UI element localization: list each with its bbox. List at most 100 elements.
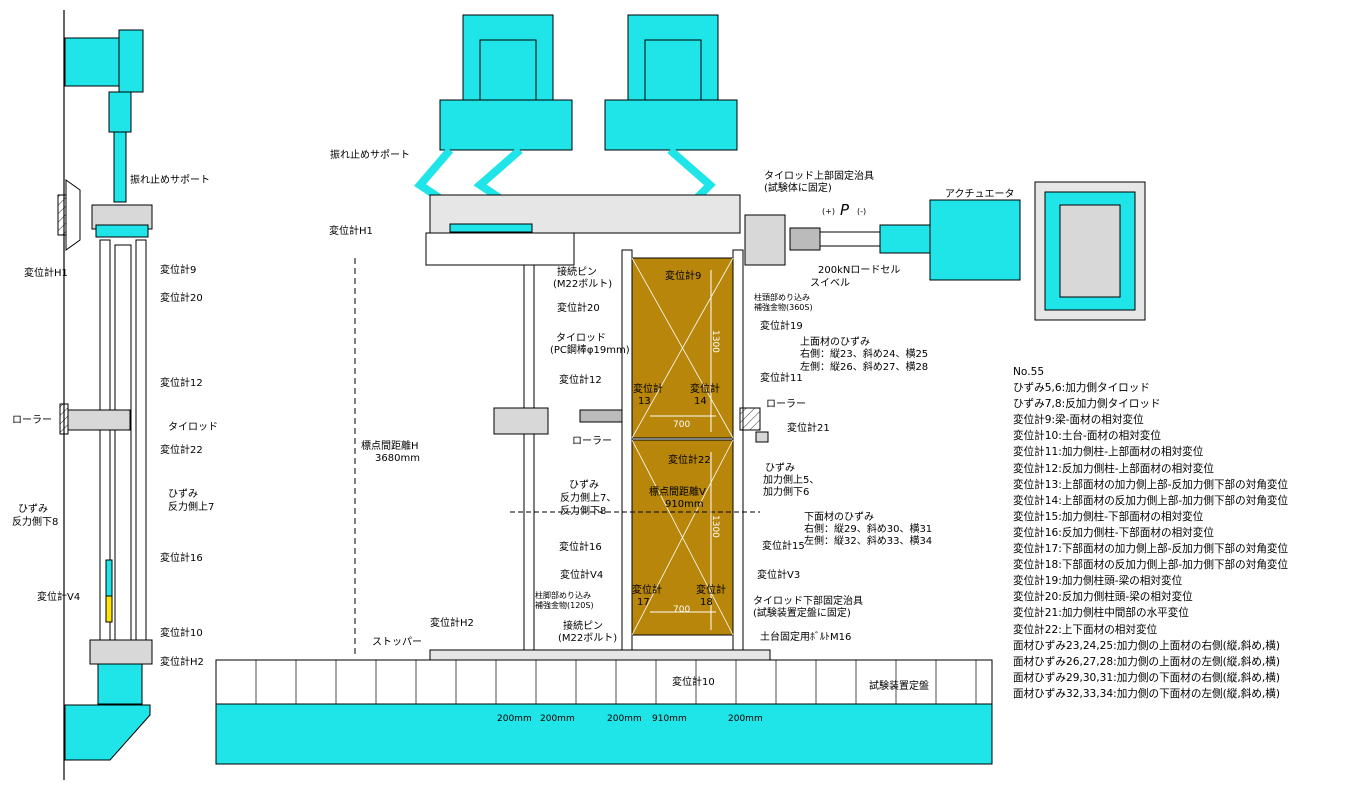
label-tierod-bot-jig-2: (試験装置定盤に固定) [753,606,851,619]
label-dim-200-b: 200mm [540,714,575,724]
label-dim-1300-bot: 1300 [710,515,720,538]
label-g18-2: 18 [700,597,713,608]
specimen-panel [510,249,760,651]
label-g12-left: 変位計12 [160,376,203,389]
label-dim-700-bot: 700 [673,605,690,615]
label-strain-right-2: 加力側上5、 [763,473,819,486]
label-g20-left: 変位計20 [160,291,203,304]
label-g10: 変位計10 [672,675,715,688]
label-pin-top-2: (M22ボルト) [553,278,612,290]
label-lower-strain: 下面材のひずみ [804,510,874,523]
label-g21: 変位計21 [787,421,830,434]
label-h1: 変位計H1 [329,224,373,237]
label-g16-left: 変位計16 [160,551,203,564]
label-gauge-len-h-2: 3680mm [375,453,420,464]
label-g17: 変位計 [632,583,662,596]
label-g14-2: 14 [694,396,707,407]
label-roller-right: ローラー [766,398,806,410]
label-roller-mid: ローラー [572,435,612,447]
note-line: 面材ひずみ29,30,31:加力側の下面材の右側(縦,斜め,横) [1013,671,1281,684]
label-g13-2: 13 [638,396,651,407]
label-strain-mid-2: 反力側上7、 [560,491,616,504]
note-line: No.55 [1013,366,1045,378]
note-line: 変位計10:土台-面材の相対変位 [1013,430,1161,443]
label-strain-up7-left-2: 反力側上7 [168,500,214,513]
note-line: 変位計22:上下面材の相対変位 [1013,623,1158,636]
diagram-labels: 振れ止めサポート 振れ止めサポート タイロッド上部固定治具 (試験体に固定) ア… [12,148,1015,724]
label-g17-2: 17 [637,597,650,608]
label-g9-left: 変位計9 [160,263,196,276]
label-strain-mid-3: 反力側下8 [560,504,606,517]
label-lower-strain-2: 右側：縦29、斜め30、横31 [804,522,932,535]
note-line: 変位計20:反加力側柱頭-梁の相対変位 [1013,591,1193,604]
label-pin-top: 接続ピン [557,265,597,278]
label-bed: 試験装置定盤 [869,679,929,692]
label-gauge-len-v-2: 910mm [665,499,704,510]
label-g15: 変位計15 [762,539,805,552]
side-view [57,10,153,780]
label-g20: 変位計20 [557,301,600,314]
label-g10-left: 変位計10 [160,626,203,639]
label-tierod-2: (PC鋼棒φ19mm) [550,343,630,356]
label-pin-bot: 接続ピン [563,619,603,632]
label-upper-strain: 上面材のひずみ [800,335,870,348]
label-dim-200-c: 200mm [607,714,642,724]
label-sway-support: 振れ止めサポート [330,148,410,161]
label-g22-left: 変位計22 [160,443,203,456]
label-force-minus: (-) [857,207,866,216]
label-g19: 変位計19 [760,319,803,332]
note-line: 変位計14:上部面材の反加力側上部-加力側下部の対角変位 [1013,494,1289,507]
label-foot-reinf: 柱脚部めり込み [535,590,591,600]
label-h2: 変位計H2 [430,616,474,629]
label-loadcell: 200kNロードセル [818,264,900,276]
label-h1-left: 変位計H1 [24,266,68,279]
label-upper-strain-3: 左側：縦26、斜め27、横28 [800,360,928,373]
label-actuator: アクチュエータ [945,188,1015,200]
label-tierod-bot-jig: タイロッド下部固定治具 [753,594,863,607]
label-force-p: P [840,201,850,219]
label-tierod: タイロッド [556,332,606,344]
label-tierod-left: タイロッド [168,421,218,433]
sway-support-frame [414,14,738,219]
note-line: 変位計13:上部面材の加力側上部-反加力側下部の対角変位 [1013,478,1289,491]
actuator-assembly [744,181,1146,321]
note-line: 変位計17:下部面材の加力側上部-反加力側下部の対角変位 [1013,543,1289,556]
label-strain-dn8-left: ひずみ [18,503,48,515]
label-dim-700-top: 700 [673,420,690,430]
note-line: ひずみ5,6:加力側タイロッド [1013,382,1150,395]
label-swivel: スイベル [810,277,850,289]
note-line: 変位計9:梁-面材の相対変位 [1013,414,1144,427]
label-tierod-top-jig-note: (試験体に固定) [764,181,832,194]
note-line: 面材ひずみ26,27,28:加力側の上面材の左側(縦,斜め,横) [1013,655,1281,668]
label-head-reinf: 柱頭部めり込み [754,292,810,302]
label-strain-dn8-left-2: 反力側下8 [12,515,58,528]
note-line: 面材ひずみ23,24,25:加力側の上面材の右側(縦,斜め,横) [1013,639,1281,652]
label-g11: 変位計11 [760,371,803,384]
label-pin-bot-2: (M22ボルト) [558,632,617,644]
label-g18: 変位計 [696,583,726,596]
label-roller-left: ローラー [12,414,52,426]
label-strain-right: ひずみ [765,462,795,474]
legend-notes: No.55 ひずみ5,6:加力側タイロッド ひずみ7,8:反加力側タイロッド 変… [1013,364,1363,702]
label-gauge-len-h: 標点間距離H [361,439,419,452]
label-foot-reinf-2: 補強金物(120S) [535,600,594,610]
note-line: 変位計15:加力側柱-下部面材の相対変位 [1013,510,1204,523]
note-line: 変位計12:反加力側柱-上部面材の相対変位 [1013,462,1214,475]
label-g22: 変位計22 [668,453,711,466]
label-sway-support-left: 振れ止めサポート [130,173,210,186]
note-line: 変位計18:下部面材の反加力側上部-加力側下部の対角変位 [1013,559,1289,572]
label-v4: 変位計V4 [560,568,603,581]
note-line: 変位計21:加力側柱中間部の水平変位 [1013,607,1189,620]
label-dim-200-a: 200mm [497,714,532,724]
label-g12: 変位計12 [559,373,602,386]
label-dim-910: 910mm [652,714,687,724]
test-bed [215,258,993,765]
label-lower-strain-3: 左側：縦32、斜め33、横34 [804,534,932,547]
note-line: 変位計16:反加力側柱-下部面材の相対変位 [1013,526,1214,539]
label-head-reinf-2: 補強金物(360S) [754,302,813,312]
label-strain-up7-left: ひずみ [168,488,198,500]
note-line: 変位計19:加力側柱頭-梁の相対変位 [1013,575,1183,588]
label-v4-left: 変位計V4 [37,590,80,603]
label-g13: 変位計 [633,382,663,395]
